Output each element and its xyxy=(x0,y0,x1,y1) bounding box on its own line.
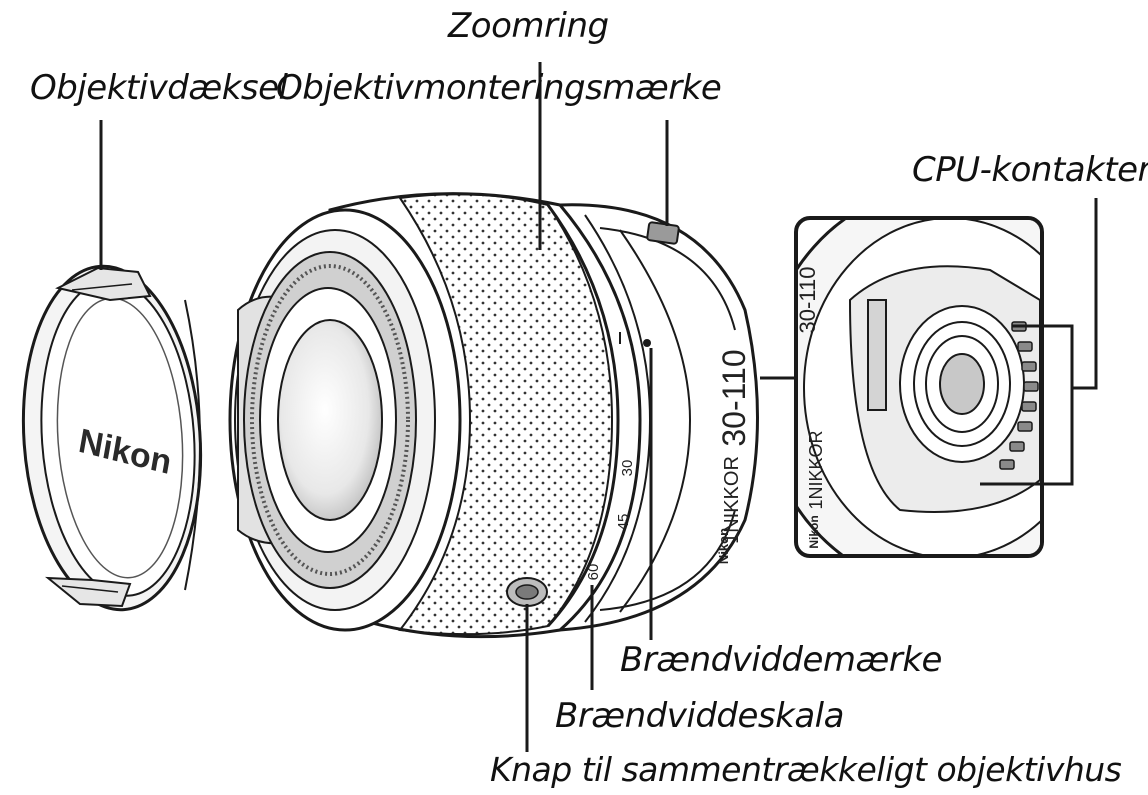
scale-value-30: 30 xyxy=(619,460,636,477)
label-focal-length-scale: Brændviddeskala xyxy=(555,696,844,736)
scale-value-60: 60 xyxy=(585,564,602,581)
scale-value-45: 45 xyxy=(615,514,632,531)
inset-maker-engraving: Nikon xyxy=(807,515,821,548)
maker-engraving: Nikon xyxy=(716,528,731,564)
label-focal-length-mark: Brændviddemærke xyxy=(620,640,942,680)
label-mounting-mark: Objektivmonteringsmærke xyxy=(276,68,721,108)
label-zoom-ring: Zoomring xyxy=(448,6,609,46)
label-retract-button: Knap til sammentrækkeligt objektivhus xyxy=(490,750,1121,790)
inset-model-engraving: 30-110 xyxy=(795,267,820,334)
label-lens-cap: Objektivdæksel xyxy=(30,68,287,108)
label-cpu-contacts: CPU-kontakter xyxy=(912,150,1148,190)
inset-series-engraving: 1NIKKOR xyxy=(806,430,826,509)
lens-body xyxy=(230,194,758,637)
model-engraving: 30-110 xyxy=(716,349,752,446)
